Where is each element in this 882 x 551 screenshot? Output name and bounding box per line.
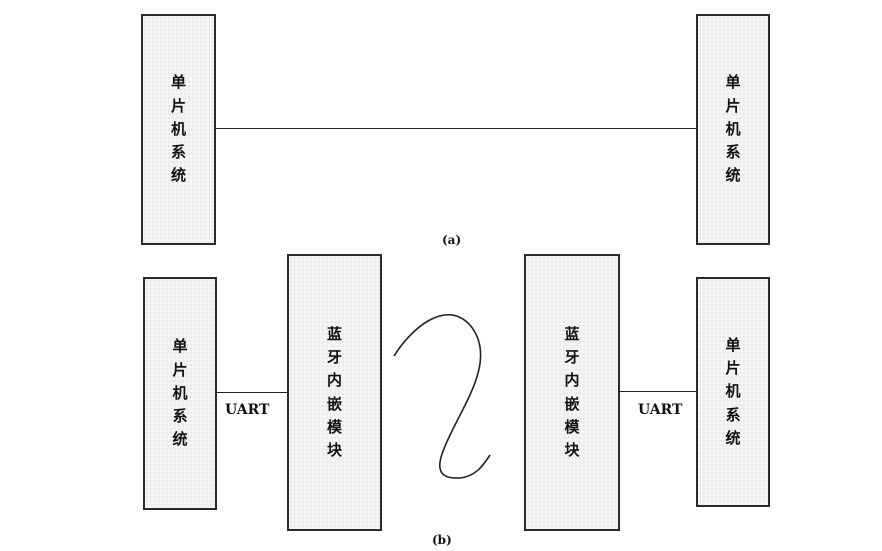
label-char: 单 — [170, 73, 186, 92]
label-char: 片 — [725, 359, 741, 378]
label-char: 片 — [725, 96, 741, 115]
label-char: 内 — [564, 371, 580, 390]
bluetooth-module-label: 蓝牙内嵌模块 — [327, 323, 342, 463]
label-char: 单 — [172, 337, 188, 356]
mcu-system-label: 单片机系统 — [725, 334, 740, 450]
label-char: 机 — [172, 383, 188, 402]
mcu-system-box-b-right: 单片机系统 — [696, 277, 770, 507]
mcu-system-box-a-left: 单片机系统 — [141, 14, 216, 245]
label-char: 嵌 — [326, 394, 342, 413]
label-char: 统 — [725, 428, 741, 447]
label-char: 块 — [326, 441, 342, 459]
label-char: 机 — [170, 119, 186, 138]
bluetooth-module-box-right: 蓝牙内嵌模块 — [524, 254, 620, 531]
label-char: 牙 — [326, 348, 342, 366]
uart-line-left — [217, 392, 289, 393]
label-char: 块 — [564, 441, 580, 459]
label-char: 机 — [725, 382, 741, 401]
label-char: 系 — [725, 405, 741, 424]
label-char: 机 — [725, 119, 741, 138]
label-char: 统 — [172, 430, 188, 449]
mcu-system-label: 单片机系统 — [725, 71, 740, 187]
label-char: 统 — [725, 166, 741, 185]
caption-a: (a) — [442, 233, 462, 247]
label-char: 模 — [326, 417, 342, 436]
label-char: 模 — [564, 417, 580, 436]
label-char: 牙 — [564, 348, 580, 366]
label-char: 统 — [170, 166, 186, 185]
uart-line-right — [620, 391, 696, 392]
caption-b: (b) — [432, 533, 452, 547]
mcu-system-box-a-right: 单片机系统 — [696, 14, 770, 245]
uart-label-right: UART — [638, 402, 683, 418]
label-char: 内 — [326, 371, 342, 390]
bluetooth-module-box-left: 蓝牙内嵌模块 — [287, 254, 382, 531]
uart-label-left: UART — [225, 402, 270, 418]
label-char: 系 — [170, 143, 186, 162]
mcu-system-label: 单片机系统 — [172, 335, 187, 451]
label-char: 片 — [170, 96, 186, 115]
label-char: 蓝 — [326, 324, 342, 343]
mcu-system-label: 单片机系统 — [171, 71, 186, 187]
label-char: 单 — [725, 335, 741, 354]
label-char: 单 — [725, 73, 741, 92]
label-char: 嵌 — [564, 394, 580, 413]
label-char: 系 — [725, 143, 741, 162]
connection-line-a — [216, 128, 696, 129]
label-char: 系 — [172, 407, 188, 426]
label-char: 片 — [172, 360, 188, 379]
bluetooth-module-label: 蓝牙内嵌模块 — [564, 323, 579, 463]
mcu-system-box-b-left: 单片机系统 — [143, 277, 217, 510]
label-char: 蓝 — [564, 324, 580, 343]
